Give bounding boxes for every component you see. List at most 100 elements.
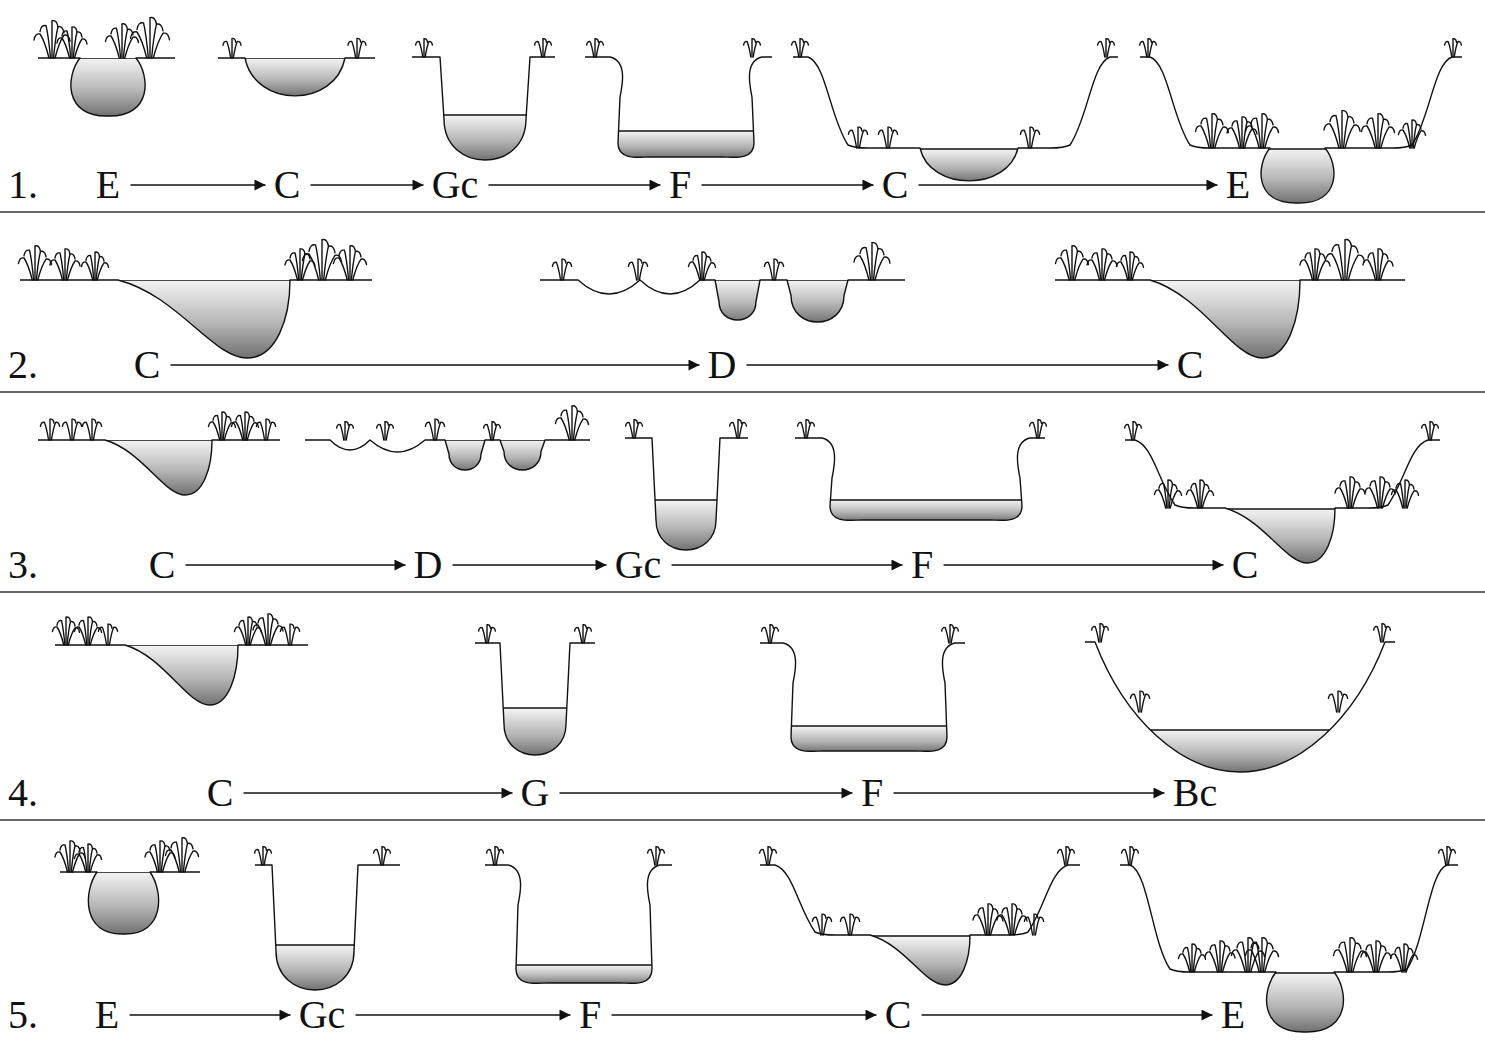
plant-blade (71, 846, 80, 872)
plant-blade (1381, 127, 1395, 148)
plant-tuft (1092, 624, 1109, 642)
plant-blade (563, 262, 571, 280)
plant-blade (90, 855, 101, 872)
plant-blade (764, 262, 772, 280)
stage-label-node: G (517, 771, 554, 815)
plant-tuft (348, 38, 366, 58)
plant-blade (131, 32, 147, 58)
plant-blade (1251, 942, 1261, 972)
channel-outline (475, 643, 595, 755)
plant-blade (436, 422, 444, 440)
channel-section (585, 39, 772, 160)
plant-blade (1265, 951, 1279, 972)
plant-blade (1073, 251, 1083, 280)
plant-blade (1232, 950, 1246, 972)
row-number-box: 2. (8, 345, 38, 385)
channel-outline (1120, 865, 1458, 1032)
stage-label-node: E (1217, 993, 1250, 1037)
plant-blade (40, 25, 51, 58)
plant-blade (762, 628, 769, 644)
stage-label-node: Gc (428, 163, 483, 207)
plant-tuft (337, 422, 354, 440)
plant-blade (1210, 945, 1219, 972)
plant-tuft (145, 841, 175, 872)
plant-blade (1300, 260, 1313, 280)
stage-label-node: F (907, 543, 938, 587)
plant-blade (657, 850, 664, 866)
plant-blade (291, 627, 299, 645)
plant-blade (648, 850, 655, 866)
channel-section (795, 420, 1046, 523)
plant-blade (703, 256, 711, 280)
transition-arrow (311, 184, 424, 186)
plant-blade (1031, 130, 1039, 148)
plant-blade (73, 422, 81, 440)
plant-blade (82, 262, 93, 280)
stage-letter: C (1232, 545, 1259, 585)
plant-blade (544, 42, 551, 58)
plant-tuft (255, 847, 272, 865)
row-number-box: 4. (8, 773, 38, 813)
stage-letter: F (861, 773, 883, 813)
plant-blade (1002, 908, 1011, 935)
channel-section (1125, 422, 1440, 565)
stage-letter: D (708, 345, 737, 385)
plant-blade (1246, 950, 1260, 972)
plant-tuft (575, 625, 592, 643)
plant-blade (693, 256, 701, 280)
stage-label-node: Gc (295, 993, 350, 1037)
channel-section (1140, 39, 1462, 205)
plant-tuft (1363, 249, 1393, 280)
plant-blade (1155, 490, 1166, 508)
channel-outline (795, 438, 1045, 520)
plant-blade (1406, 484, 1414, 508)
plant-tuft (479, 625, 496, 643)
plant-blade (1363, 260, 1376, 280)
plant-blade (859, 130, 867, 148)
plant-blade (1159, 484, 1167, 508)
plant-blade (1351, 482, 1360, 508)
water-fill (38, 58, 175, 118)
stage-label-node: C (881, 993, 916, 1037)
plant-tuft (377, 422, 394, 440)
plant-blade (801, 42, 808, 58)
plant-tuft (55, 841, 85, 872)
row-number: 2. (8, 345, 38, 385)
plant-tuft (334, 246, 367, 280)
plant-blade (185, 851, 199, 872)
plant-tuft (1362, 114, 1395, 148)
plant-blade (66, 254, 75, 280)
plant-blade (90, 628, 101, 645)
channel-outline (60, 872, 200, 934)
plant-blade (264, 850, 271, 866)
plant-tuft (487, 847, 504, 865)
plant-blade (24, 250, 34, 280)
water-fill (60, 872, 200, 936)
plant-tuft (798, 420, 815, 438)
plant-blade (1232, 121, 1241, 148)
plant-blade (1345, 125, 1360, 148)
channel-outline (20, 280, 372, 358)
plant-blade (1362, 126, 1376, 148)
row-number: 4. (8, 773, 38, 813)
stage-label-node: C (130, 343, 165, 387)
plant-blade (153, 33, 169, 58)
plant-blade (1013, 909, 1022, 935)
plant-tuft (1179, 944, 1206, 972)
plant-blade (812, 917, 820, 935)
plant-blade (997, 915, 1010, 935)
plant-tuft (556, 406, 589, 440)
plant-blade (53, 627, 64, 645)
plant-blade (1381, 261, 1394, 280)
stage-letter: C (274, 165, 301, 205)
stage-letter: Gc (615, 545, 662, 585)
water-fill (795, 500, 1045, 522)
plant-tuft (303, 240, 342, 280)
plant-blade (860, 247, 871, 280)
channel-section (625, 420, 748, 552)
plant-blade (337, 425, 344, 441)
plant-blade (34, 34, 49, 58)
plant-blade (246, 416, 254, 440)
plant-tuft (878, 127, 897, 148)
plant-blade (989, 909, 998, 935)
